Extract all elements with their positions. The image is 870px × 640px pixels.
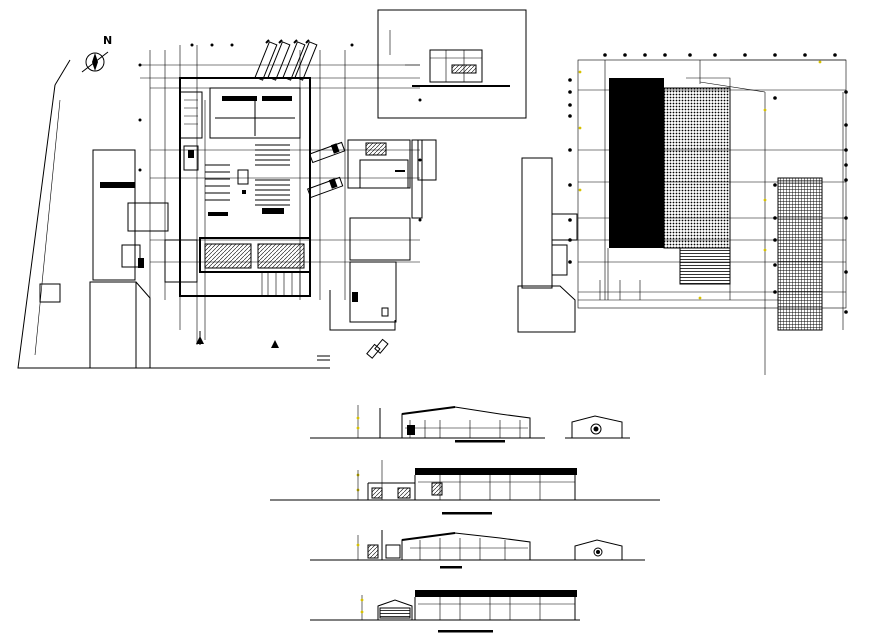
north-label: N xyxy=(103,34,112,47)
roof-dotted-block xyxy=(663,87,731,249)
roof-plan xyxy=(517,53,848,375)
key-plan-inset xyxy=(377,9,527,119)
main-building-plan xyxy=(138,39,437,331)
elevation-4 xyxy=(310,590,580,633)
site-plan: N xyxy=(17,34,437,369)
elevation-3 xyxy=(310,530,645,569)
parked-cars xyxy=(366,338,389,359)
site-boundary xyxy=(17,59,330,369)
east-dock-trucks xyxy=(307,141,346,199)
lower-wing xyxy=(138,237,311,297)
west-annex xyxy=(39,149,169,369)
loading-dock-trucks xyxy=(254,39,318,81)
roof-grid-block xyxy=(777,177,823,331)
north-arrow-icon: N xyxy=(81,34,112,73)
elevation-2 xyxy=(270,460,660,515)
work-area-benches xyxy=(205,144,290,216)
roof-solid-block xyxy=(609,78,664,248)
elevation-1 xyxy=(310,405,630,443)
